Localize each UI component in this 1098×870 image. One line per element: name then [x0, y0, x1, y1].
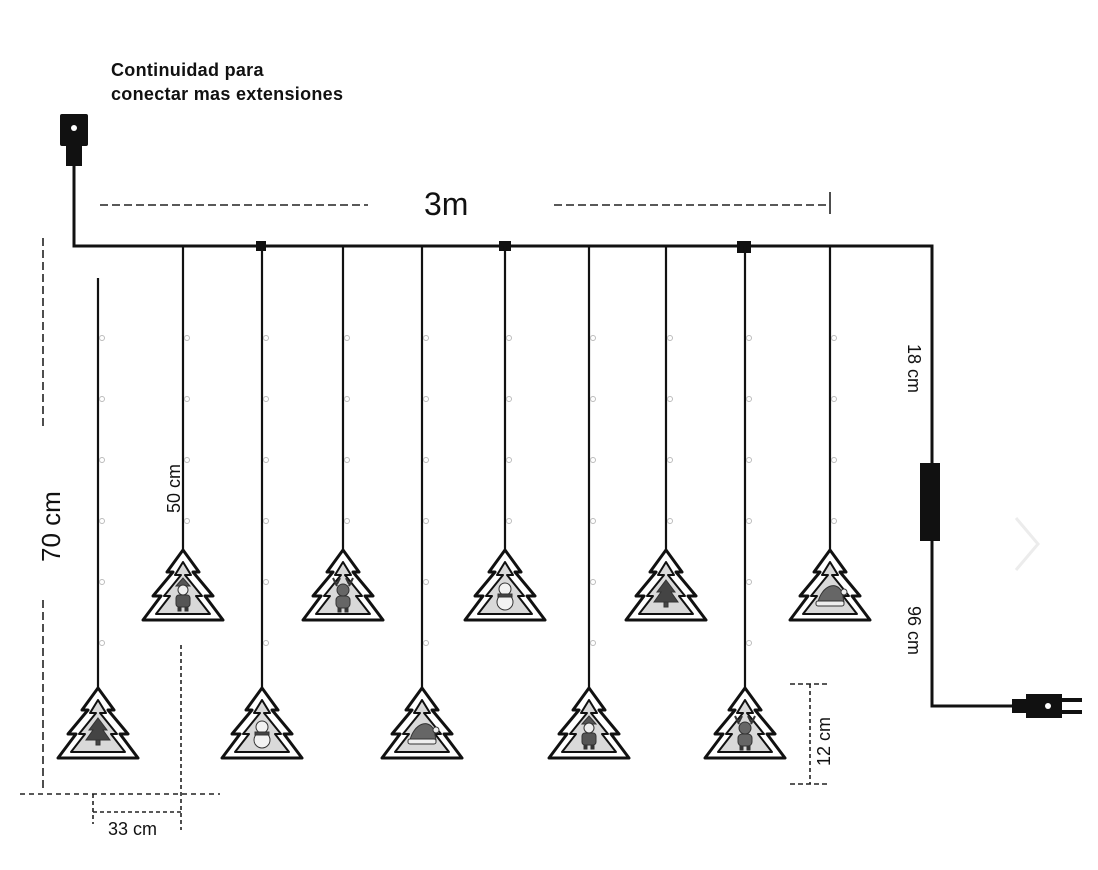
led-bulb [99, 640, 105, 646]
led-bulb [184, 457, 190, 463]
led-bulb [344, 396, 350, 402]
led-bulb [99, 518, 105, 524]
tree-ornament [56, 686, 140, 760]
led-bulb [344, 335, 350, 341]
light-strand [743, 246, 752, 688]
continuity-note-line1: Continuidad para [111, 60, 264, 80]
dimension-lines [20, 192, 831, 830]
led-bulb [423, 457, 429, 463]
led-bulb [99, 579, 105, 585]
led-bulb [99, 457, 105, 463]
santa-hat-icon [815, 585, 848, 607]
led-bulb [590, 640, 596, 646]
chevron-right-icon[interactable] [1012, 514, 1042, 574]
tree-ornament [220, 686, 304, 760]
led-bulb [423, 396, 429, 402]
light-strand [587, 246, 596, 688]
light-strand [260, 246, 269, 688]
tree-ornament [703, 686, 787, 760]
led-bulb [184, 335, 190, 341]
led-bulb [263, 518, 269, 524]
led-bulb [423, 640, 429, 646]
led-bulb [99, 396, 105, 402]
led-bulb [746, 396, 752, 402]
light-strand [664, 246, 673, 550]
snowman-icon [496, 582, 514, 611]
santa-hat-icon [407, 723, 440, 745]
led-bulb [590, 518, 596, 524]
reindeer-icon [734, 715, 756, 751]
led-bulb [263, 579, 269, 585]
led-bulb [831, 396, 837, 402]
led-bulb [263, 396, 269, 402]
light-strand [96, 278, 105, 688]
led-bulb [506, 396, 512, 402]
led-bulb [831, 457, 837, 463]
light-strands [56, 246, 872, 760]
santa-icon [580, 715, 598, 750]
controller-box [920, 463, 940, 541]
continuity-note-line2: conectar mas extensiones [111, 84, 344, 104]
strand-spacing-label: 33 cm [108, 819, 158, 839]
led-bulb [184, 396, 190, 402]
led-bulb [263, 640, 269, 646]
led-bulb [667, 457, 673, 463]
tree-icon [653, 579, 679, 608]
led-bulb [99, 335, 105, 341]
led-bulb [506, 335, 512, 341]
led-bulb [746, 457, 752, 463]
tree-ornament [301, 548, 385, 622]
power-plug-icon [1012, 694, 1082, 718]
lead-bottom-label: 96 cm [904, 606, 924, 656]
led-bulb [831, 335, 837, 341]
light-strand [503, 246, 512, 550]
led-bulb [667, 396, 673, 402]
led-bulb [746, 518, 752, 524]
total-height-label: 70 cm [36, 491, 66, 562]
tree-icon [85, 717, 111, 746]
led-bulb [423, 335, 429, 341]
light-strand [828, 246, 837, 550]
led-bulb [667, 335, 673, 341]
reindeer-icon [332, 577, 354, 613]
continuity-note: Continuidad para conectar mas extensione… [111, 58, 343, 106]
tree-ornament [788, 548, 872, 622]
led-bulb [506, 518, 512, 524]
led-bulb [263, 457, 269, 463]
led-bulb [590, 579, 596, 585]
led-bulb [590, 396, 596, 402]
tree-ornament [547, 686, 631, 760]
lead-top-label: 18 cm [904, 344, 924, 394]
snowman-icon [253, 720, 271, 749]
led-bulb [831, 518, 837, 524]
tree-ornament [380, 686, 464, 760]
led-bulb [590, 335, 596, 341]
led-bulb [667, 518, 673, 524]
tree-ornament [463, 548, 547, 622]
led-bulb [423, 518, 429, 524]
led-bulb [423, 579, 429, 585]
extension-socket-icon [60, 114, 88, 166]
main-cable [72, 160, 1012, 708]
led-bulb [184, 518, 190, 524]
led-bulb [506, 457, 512, 463]
tree-ornament [141, 548, 225, 622]
light-strand [181, 246, 190, 550]
led-bulb [344, 518, 350, 524]
ornament-size-label: 12 cm [814, 716, 834, 766]
tree-ornament [624, 548, 708, 622]
led-bulb [590, 457, 596, 463]
led-bulb [746, 640, 752, 646]
light-strand [420, 246, 429, 688]
led-bulb [746, 335, 752, 341]
led-bulb [344, 457, 350, 463]
led-bulb [746, 579, 752, 585]
total-width-label: 3m [424, 186, 469, 222]
led-bulb [263, 335, 269, 341]
light-strand [341, 246, 350, 550]
strand-length-label: 50 cm [164, 463, 184, 513]
santa-icon [174, 577, 192, 612]
